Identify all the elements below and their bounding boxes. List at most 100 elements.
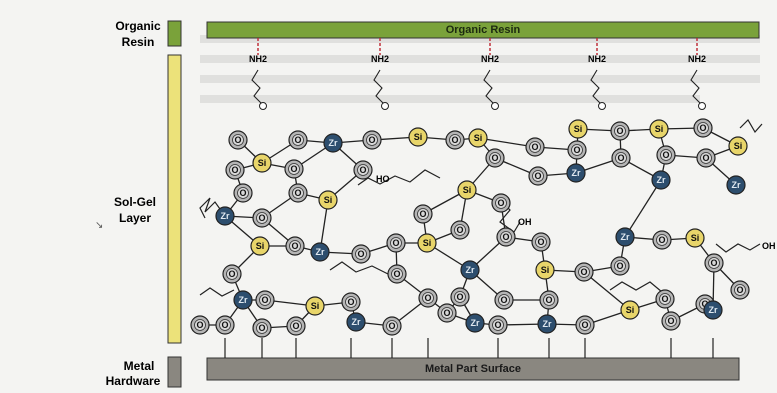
svg-text:O: O bbox=[388, 321, 395, 331]
zirconium-node: Zr bbox=[566, 163, 586, 183]
metal-side-label-2: Hardware bbox=[106, 374, 161, 388]
oxygen-node: O bbox=[351, 244, 371, 264]
oxygen-node: O bbox=[437, 303, 457, 323]
hydroxyl-oh-right-label: OH bbox=[762, 241, 776, 251]
zirconium-node: Zr bbox=[215, 206, 235, 226]
oxygen-node: O bbox=[539, 290, 559, 310]
svg-text:O: O bbox=[456, 225, 463, 235]
oxygen-node: O bbox=[284, 159, 304, 179]
oxygen-node: O bbox=[525, 137, 545, 157]
bond bbox=[583, 271, 631, 311]
svg-text:Si: Si bbox=[414, 132, 423, 142]
solgel-side-bar bbox=[167, 54, 182, 344]
amine-group: NH2 bbox=[481, 38, 499, 110]
svg-text:O: O bbox=[545, 295, 552, 305]
organic-resin-side-bar bbox=[167, 20, 182, 47]
oxygen-node: O bbox=[445, 130, 465, 150]
oxygen-node: O bbox=[575, 315, 595, 335]
zirconium-node: Zr bbox=[615, 227, 635, 247]
silicon-node: Si bbox=[252, 153, 272, 173]
oxygen-node: O bbox=[655, 289, 675, 309]
oxygen-node: O bbox=[386, 233, 406, 253]
oxygen-node: O bbox=[567, 140, 587, 160]
svg-text:Si: Si bbox=[655, 124, 664, 134]
svg-text:O: O bbox=[419, 209, 426, 219]
organic-resin-side-label-2: Resin bbox=[122, 35, 155, 49]
amine-group: NH2 bbox=[371, 38, 389, 110]
svg-text:O: O bbox=[573, 145, 580, 155]
chain-lower-right bbox=[609, 281, 663, 293]
silicon-node: Si bbox=[685, 228, 705, 248]
svg-text:O: O bbox=[616, 261, 623, 271]
hydroxyl-oh-label: OH bbox=[518, 217, 532, 227]
amine-group: NH2 bbox=[249, 38, 267, 110]
oxygen-node: O bbox=[494, 290, 514, 310]
oxygen-node: O bbox=[450, 287, 470, 307]
oxygen-node: O bbox=[387, 264, 407, 284]
oxygen-node: O bbox=[656, 145, 676, 165]
organic-resin-bar-label: Organic Resin bbox=[446, 24, 521, 36]
svg-text:O: O bbox=[616, 126, 623, 136]
bond bbox=[477, 137, 536, 148]
svg-text:Si: Si bbox=[256, 241, 265, 251]
svg-text:O: O bbox=[617, 153, 624, 163]
solgel-side-label-2: Layer bbox=[119, 211, 151, 225]
zirconium-node: Zr bbox=[651, 170, 671, 190]
svg-text:O: O bbox=[357, 249, 364, 259]
oxygen-node: O bbox=[286, 316, 306, 336]
silicon-node: Si bbox=[728, 136, 748, 156]
oxygen-node: O bbox=[215, 315, 235, 335]
cursor-mark: ↘ bbox=[95, 220, 103, 231]
svg-text:O: O bbox=[234, 135, 241, 145]
svg-text:O: O bbox=[294, 188, 301, 198]
oxygen-node: O bbox=[528, 166, 548, 186]
svg-text:O: O bbox=[699, 123, 706, 133]
svg-text:Si: Si bbox=[311, 301, 320, 311]
svg-text:O: O bbox=[239, 188, 246, 198]
svg-text:O: O bbox=[451, 135, 458, 145]
svg-text:Zr: Zr bbox=[621, 232, 630, 242]
oxygen-node: O bbox=[661, 311, 681, 331]
zirconium-node: Zr bbox=[310, 242, 330, 262]
oxygen-node: O bbox=[610, 121, 630, 141]
svg-text:O: O bbox=[702, 153, 709, 163]
svg-text:Si: Si bbox=[541, 265, 550, 275]
svg-text:O: O bbox=[392, 238, 399, 248]
svg-text:O: O bbox=[359, 165, 366, 175]
svg-text:O: O bbox=[258, 323, 265, 333]
organic-resin-side-label-1: Organic bbox=[115, 19, 161, 33]
svg-text:O: O bbox=[658, 235, 665, 245]
metal-surface-bar-label: Metal Part Surface bbox=[425, 363, 521, 375]
metal-side-label-1: Metal bbox=[124, 359, 155, 373]
silicon-node: Si bbox=[457, 180, 477, 200]
svg-text:O: O bbox=[661, 294, 668, 304]
svg-text:O: O bbox=[424, 293, 431, 303]
chain-right bbox=[715, 243, 761, 253]
oxygen-node: O bbox=[252, 208, 272, 228]
amine-label: NH2 bbox=[371, 54, 389, 64]
chain-top-right bbox=[739, 119, 763, 134]
metal-side-bar bbox=[167, 356, 182, 388]
oxygen-node: O bbox=[225, 160, 245, 180]
oxygen-node: O bbox=[730, 280, 750, 300]
zirconium-node: Zr bbox=[233, 290, 253, 310]
oxygen-node: O bbox=[382, 316, 402, 336]
oxygen-node: O bbox=[228, 130, 248, 150]
svg-text:O: O bbox=[231, 165, 238, 175]
svg-text:O: O bbox=[196, 320, 203, 330]
oxygen-node: O bbox=[485, 148, 505, 168]
oxygen-node: O bbox=[285, 236, 305, 256]
svg-text:O: O bbox=[701, 299, 708, 309]
svg-text:Zr: Zr bbox=[329, 138, 338, 148]
oxygen-node: O bbox=[341, 292, 361, 312]
oxygen-node: O bbox=[288, 130, 308, 150]
amine-label: NH2 bbox=[249, 54, 267, 64]
oxygen-node: O bbox=[353, 160, 373, 180]
svg-text:O: O bbox=[537, 237, 544, 247]
metal-surface-bar bbox=[206, 357, 740, 381]
silicon-node: Si bbox=[535, 260, 555, 280]
svg-text:Si: Si bbox=[574, 124, 583, 134]
svg-text:O: O bbox=[736, 285, 743, 295]
oxygen-node: O bbox=[531, 232, 551, 252]
background-ghost-text bbox=[200, 35, 760, 103]
